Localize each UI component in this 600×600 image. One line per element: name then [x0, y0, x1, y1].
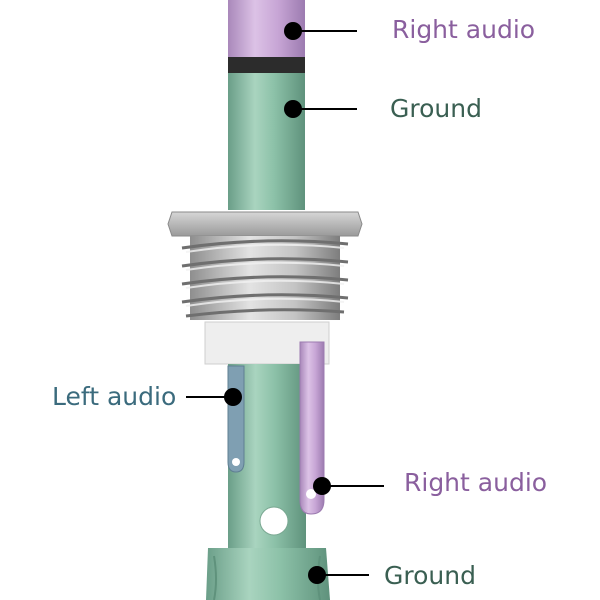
- callout-sleeve-ground: [284, 100, 357, 118]
- right-audio-lug: [299, 341, 325, 515]
- callout-lug-ground: [308, 566, 369, 584]
- callout-dot: [308, 566, 326, 584]
- plug-sleeve: [228, 73, 305, 210]
- callout-dot: [284, 100, 302, 118]
- callout-dot: [284, 22, 302, 40]
- plug-insulator-ring: [228, 57, 305, 73]
- jack-nut: [167, 211, 363, 237]
- callout-tip-right-audio: [284, 22, 357, 40]
- label-lug-right-audio: Right audio: [404, 468, 548, 497]
- jack-body-hole: [259, 506, 289, 536]
- label-sleeve-ground: Ground: [390, 94, 482, 123]
- callout-dot: [224, 388, 242, 406]
- callout-lug-right-audio: [313, 477, 384, 495]
- label-tip-right-audio: Right audio: [392, 15, 536, 44]
- ground-lug-base: [206, 548, 330, 600]
- label-left-audio: Left audio: [52, 382, 177, 411]
- thread-ridges: [181, 239, 349, 318]
- callout-dot: [313, 477, 331, 495]
- label-lug-ground: Ground: [384, 561, 476, 590]
- left-audio-lug: [227, 365, 245, 473]
- callout-left-audio: [186, 388, 242, 406]
